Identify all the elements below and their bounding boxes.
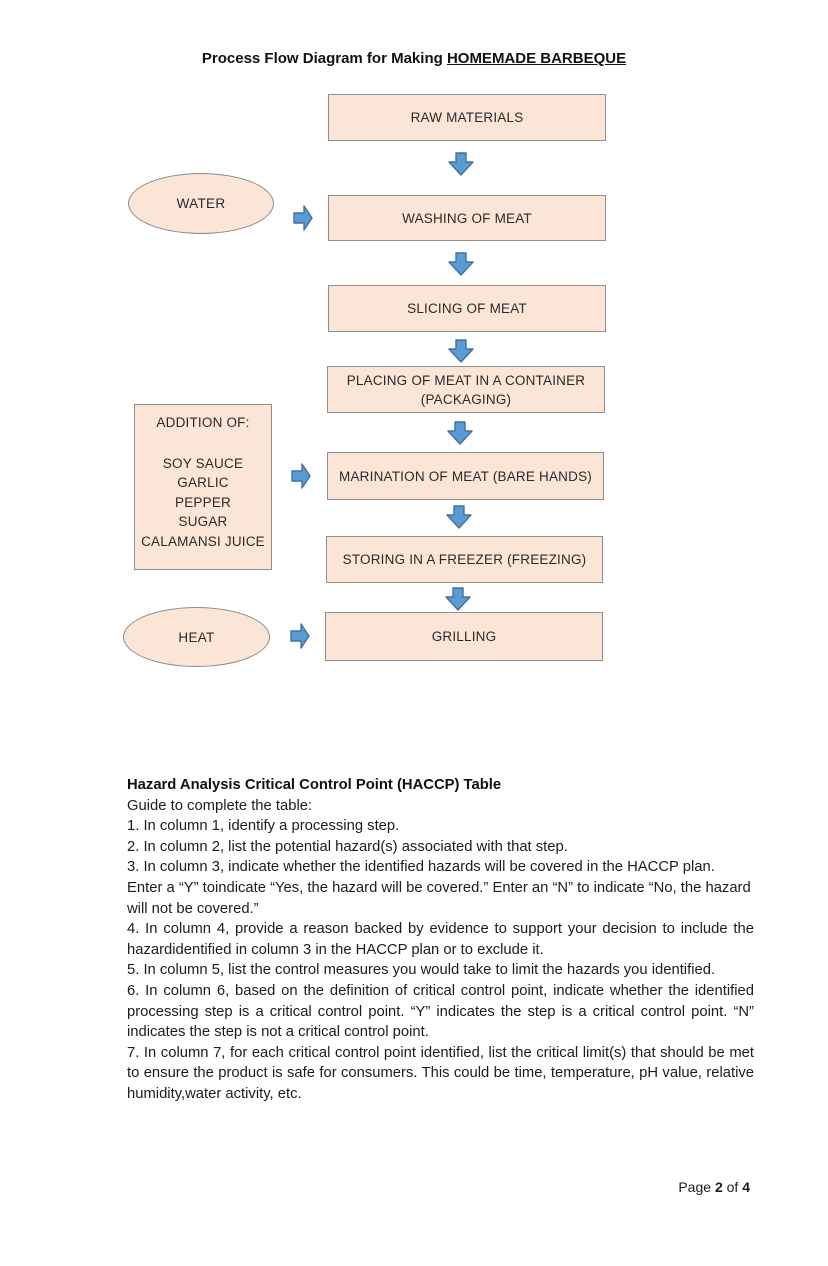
arrow-right-icon: [291, 462, 311, 490]
haccp-guideline-2: 2. In column 2, list the potential hazar…: [127, 838, 568, 855]
flow-step-slicing: SLICING OF MEAT: [328, 285, 606, 332]
addition-item: SUGAR: [178, 514, 228, 530]
addition-item: PEPPER: [175, 494, 231, 510]
flow-step-label: PLACING OF MEAT IN A CONTAINER: [346, 372, 586, 388]
input-ellipse-water: WATER: [128, 173, 274, 234]
arrow-down-icon: [446, 505, 472, 529]
page-number-total: 4: [742, 1179, 750, 1195]
addition-item: CALAMANSI JUICE: [141, 533, 265, 549]
page-number-current: 2: [714, 1179, 723, 1195]
haccp-section: Hazard Analysis Critical Control Point (…: [127, 775, 754, 1105]
haccp-guideline-3: 3. In column 3, indicate whether the ide…: [127, 859, 751, 917]
flow-step-label: SLICING OF MEAT: [407, 301, 527, 316]
input-label: HEAT: [178, 629, 215, 645]
haccp-guideline-7: 7. In column 7, for each critical contro…: [127, 1044, 754, 1102]
flow-step-washing: WASHING OF MEAT: [328, 195, 606, 241]
haccp-heading: Hazard Analysis Critical Control Point (…: [127, 777, 502, 793]
page-title: Process Flow Diagram for Making HOMEMADE…: [0, 50, 828, 67]
flow-step-placing: PLACING OF MEAT IN A CONTAINER (PACKAGIN…: [327, 366, 605, 413]
flow-step-sublabel: (PACKAGING): [420, 391, 512, 407]
arrow-right-icon: [293, 204, 313, 232]
flow-step-label: STORING IN A FREEZER (FREEZING): [342, 552, 587, 567]
page-title-prefix: Process Flow Diagram for Making: [201, 50, 447, 67]
arrow-down-icon: [448, 252, 474, 276]
flow-step-label: MARINATION OF MEAT (BARE HANDS): [339, 468, 592, 484]
input-box-addition: ADDITION OF: SOY SAUCE GARLIC PEPPER SUG…: [134, 404, 272, 570]
haccp-guideline-4: 4. In column 4, provide a reason backed …: [127, 921, 754, 958]
arrow-right-icon: [290, 622, 310, 650]
arrow-down-icon: [448, 339, 474, 363]
flow-step-raw-materials: RAW MATERIALS: [328, 94, 606, 141]
input-ellipse-heat: HEAT: [123, 607, 270, 667]
arrow-down-icon: [445, 587, 471, 611]
addition-item: SOY SAUCE: [162, 456, 244, 471]
haccp-guideline-1: 1. In column 1, identify a processing st…: [127, 818, 400, 835]
addition-title: ADDITION OF:: [156, 415, 250, 430]
flow-step-label: RAW MATERIALS: [410, 110, 524, 125]
haccp-intro: Guide to complete the table:: [127, 797, 313, 814]
arrow-down-icon: [447, 421, 473, 445]
flow-step-marination: MARINATION OF MEAT (BARE HANDS): [327, 452, 604, 500]
haccp-guideline-6: 6. In column 6, based on the definition …: [127, 982, 754, 1041]
input-label: WATER: [176, 196, 226, 211]
haccp-guideline-5: 5. In column 5, list the control measure…: [127, 962, 716, 979]
page-number: Page 2 of 4: [678, 1179, 750, 1195]
flow-step-grilling: GRILLING: [325, 612, 603, 661]
page-number-of: of: [726, 1179, 739, 1195]
flow-step-label: WASHING OF MEAT: [402, 210, 532, 226]
page-title-emphasis: HOMEMADE BARBEQUE: [446, 50, 627, 67]
arrow-down-icon: [448, 152, 474, 176]
page-number-prefix: Page: [678, 1179, 712, 1195]
flow-step-storing: STORING IN A FREEZER (FREEZING): [326, 536, 603, 583]
addition-item: GARLIC: [177, 475, 229, 491]
flow-step-label: GRILLING: [431, 629, 497, 644]
